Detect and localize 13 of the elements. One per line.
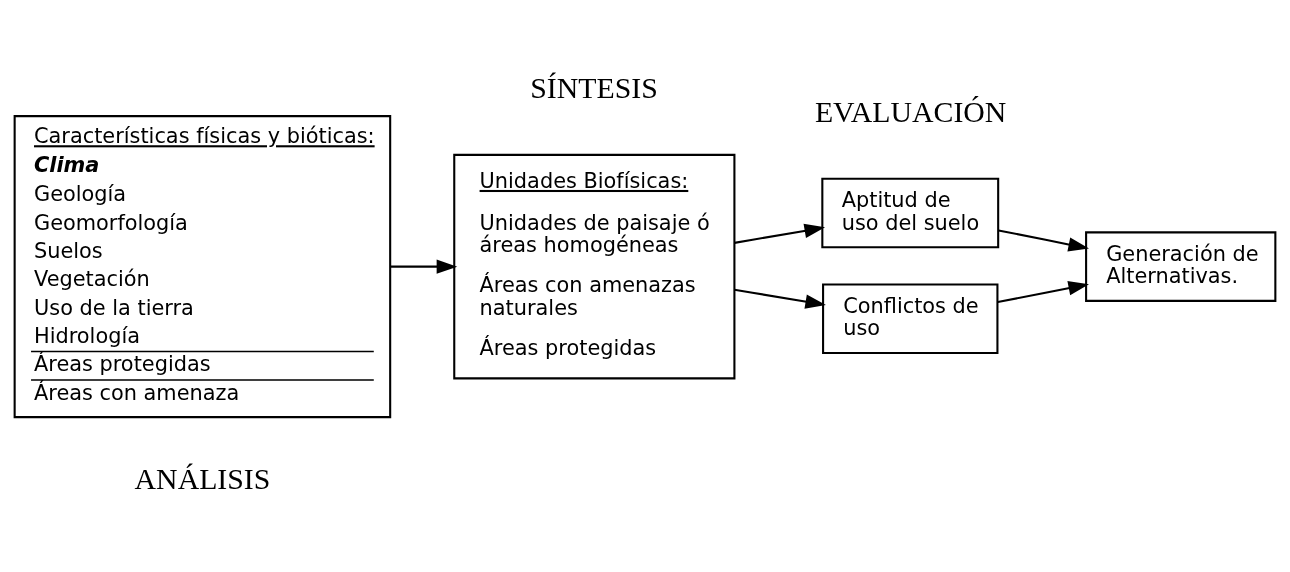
arrow [390, 259, 458, 274]
node-box: Unidades Biofísicas: Unidades de paisaje ó áreas homogéneas Áreas con amenazas naturales Áreas protegidas [453, 153, 736, 380]
node-box: Aptitud de uso del suelo [821, 177, 1000, 249]
node-box: Características físicas y bióticas: Clima Geología Geomorfología Suelos Vegetación Uso de la tierra Hidrología Áreas protegidas Áreas con amenaza [13, 115, 392, 419]
node-box: Generación de Alternativas. [1085, 231, 1277, 302]
label: ANÁLISIS [134, 461, 271, 495]
label: EVALUACIÓN [814, 95, 1007, 129]
node-box: Conflictos de uso [822, 283, 999, 355]
label: SÍNTESIS [530, 71, 658, 105]
arrow [734, 223, 826, 244]
arrow [997, 281, 1089, 303]
arrow [998, 229, 1089, 252]
arrow [734, 288, 826, 309]
